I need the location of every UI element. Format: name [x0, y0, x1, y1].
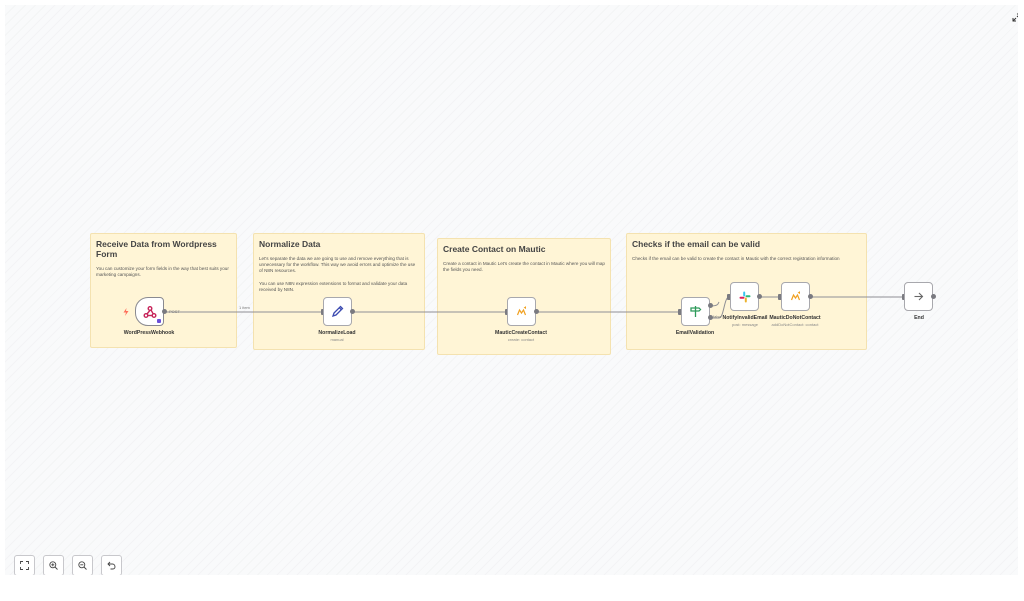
trigger-bolt-icon	[123, 308, 129, 316]
node-label: NormalizeLoad	[318, 330, 356, 336]
undo-button[interactable]	[101, 555, 122, 575]
node-output-handle[interactable]	[808, 294, 813, 299]
edge-label-post: POST	[169, 309, 180, 314]
node-mautic-do-not-contact[interactable]	[781, 282, 810, 311]
fullscreen-expand-button[interactable]	[1011, 12, 1018, 22]
node-mautic-create-contact[interactable]	[507, 297, 536, 326]
node-label: WordPressWebhook	[123, 330, 175, 336]
sticky-note-create-contact[interactable]: Create Contact on Mautic Create a contac…	[437, 238, 611, 355]
node-label: MauticDoNotContact	[769, 315, 821, 321]
sticky-note-text: Checks if the email can be valid to crea…	[632, 256, 840, 261]
zoom-out-button[interactable]	[72, 555, 93, 575]
node-input-handle[interactable]	[678, 309, 682, 315]
sticky-note-text: Create a contact in Mautic Let's create …	[443, 261, 605, 273]
node-output-handle-true[interactable]	[708, 303, 713, 308]
fit-view-icon	[20, 561, 29, 570]
fit-view-button[interactable]	[14, 555, 35, 575]
node-input-handle[interactable]	[727, 294, 731, 300]
sticky-note-text: Let's separate the data we are going to …	[259, 256, 416, 274]
node-label: NotifyInvalidEmail	[722, 315, 768, 321]
sticky-note-title: Receive Data from Wordpress Form	[96, 239, 217, 259]
sticky-note-title: Normalize Data	[259, 239, 321, 249]
node-output-handle[interactable]	[931, 294, 936, 299]
mautic-icon	[790, 291, 801, 302]
sticky-note-title: Checks if the email can be valid	[632, 239, 761, 249]
expand-icon	[1012, 13, 1018, 22]
sticky-note-text: You can use N8N expression extensions to…	[259, 280, 408, 292]
node-end[interactable]	[904, 282, 933, 311]
node-notify-invalid-email[interactable]	[730, 282, 759, 311]
node-label: End	[914, 315, 924, 321]
node-output-handle[interactable]	[757, 294, 762, 299]
zoom-in-button[interactable]	[43, 555, 64, 575]
node-input-handle[interactable]	[778, 294, 782, 300]
signpost-icon	[689, 305, 702, 318]
workflow-canvas[interactable]: Receive Data from Wordpress Form You can…	[5, 5, 1018, 575]
node-output-handle[interactable]	[162, 309, 167, 314]
node-output-handle[interactable]	[534, 309, 539, 314]
status-dot	[157, 319, 161, 323]
node-label: EmailValidation	[675, 330, 715, 336]
edge-label-items: 1 item	[239, 305, 250, 310]
node-email-validation[interactable]	[681, 297, 710, 326]
slack-icon	[739, 291, 751, 303]
zoom-out-icon	[78, 561, 87, 570]
sticky-note-title: Create Contact on Mautic	[443, 244, 546, 254]
mautic-icon	[516, 306, 527, 317]
edge-label-false: false	[713, 314, 722, 319]
pencil-icon	[331, 305, 344, 318]
undo-icon	[107, 561, 116, 570]
sticky-note-receive-data[interactable]: Receive Data from Wordpress Form You can…	[90, 233, 237, 348]
sticky-note-text: You can customize your form fields in th…	[96, 266, 229, 278]
node-subtitle: manual	[330, 337, 344, 342]
node-label: MauticCreateContact	[495, 330, 547, 336]
sticky-note-normalize-data[interactable]: Normalize Data Let's separate the data w…	[253, 233, 425, 350]
webhook-icon	[143, 305, 157, 319]
node-subtitle: addDoNotContact: contact	[771, 322, 819, 327]
node-subtitle: create: contact	[507, 337, 535, 342]
node-output-handle[interactable]	[350, 309, 355, 314]
node-subtitle: post: message	[731, 322, 758, 327]
zoom-in-icon	[49, 561, 58, 570]
arrow-right-icon	[913, 291, 924, 302]
node-normalize-load[interactable]	[323, 297, 352, 326]
node-wordpress-webhook[interactable]	[135, 297, 164, 326]
node-output-handle-false[interactable]	[708, 315, 713, 320]
